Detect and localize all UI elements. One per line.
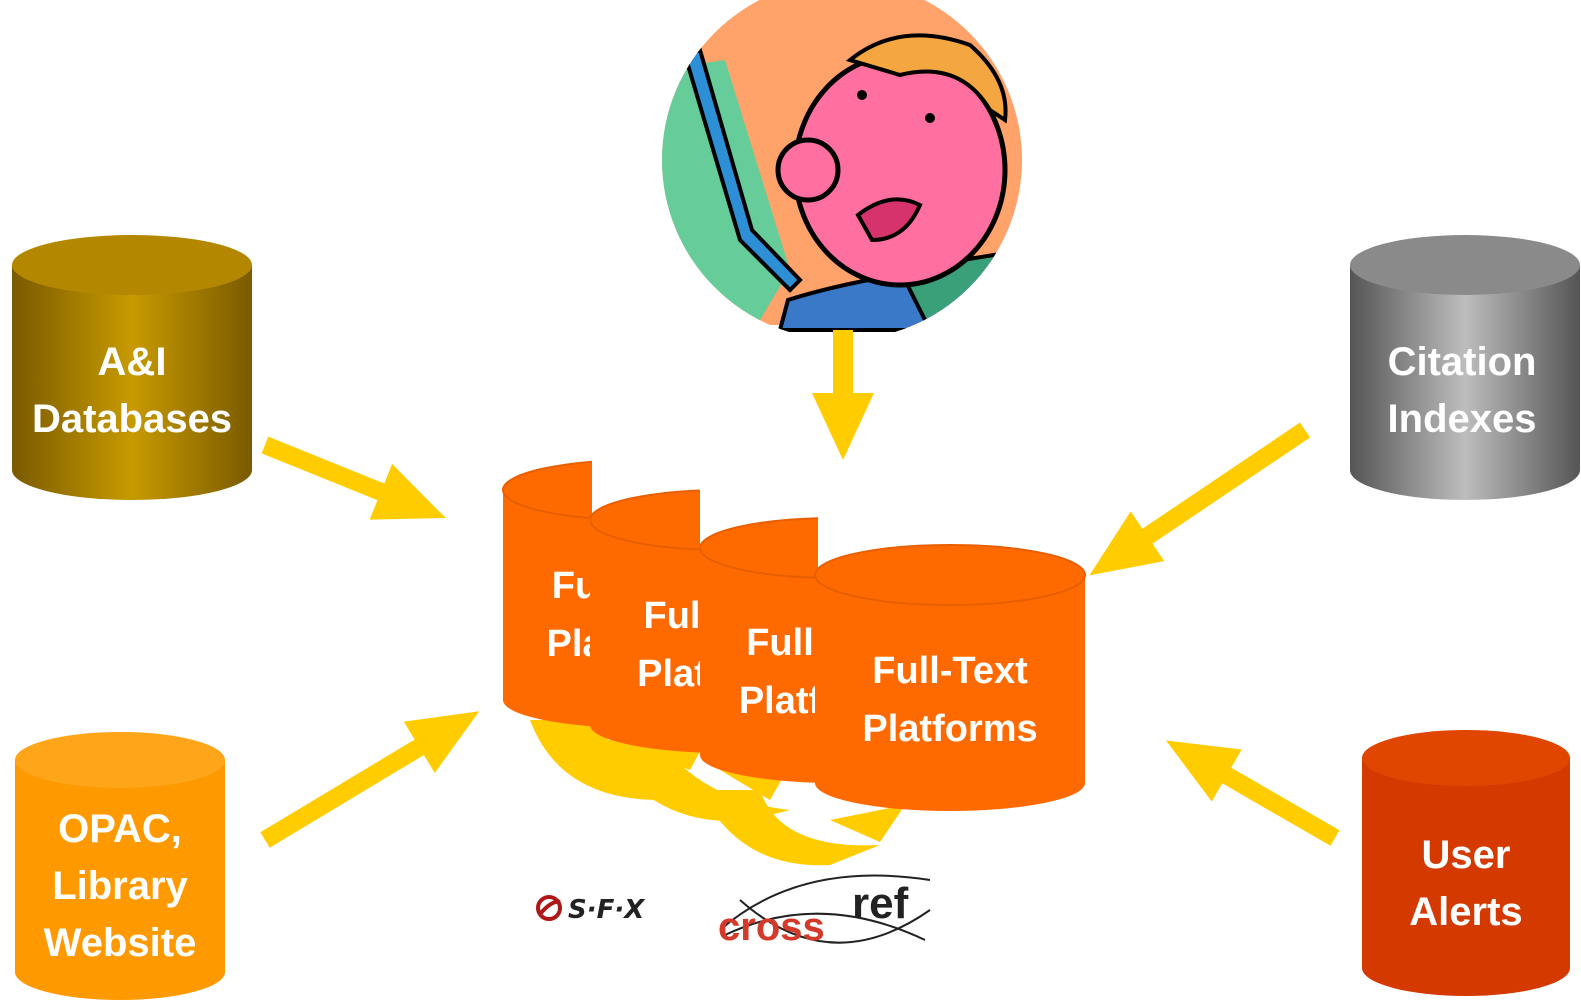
opac-line2: Library	[52, 864, 188, 908]
platform-cylinder-3: Full Platf	[700, 517, 822, 783]
crossref-left-text: cross	[718, 905, 825, 949]
user-illustration	[662, 0, 1022, 332]
platform-cylinder-4: Full-Text Platforms	[814, 544, 1086, 811]
user-alerts-line2: Alerts	[1409, 890, 1522, 934]
arrow-citation-to-platforms	[1089, 422, 1311, 576]
platform-4-line2: Platforms	[862, 708, 1037, 750]
ai-databases-cylinder: A&I Databases	[12, 235, 252, 500]
platform-3-line1: Full	[746, 622, 814, 664]
arrow-alerts-to-platforms	[1166, 740, 1340, 846]
arrow-user-to-platforms	[812, 330, 874, 460]
opac-line3: Website	[44, 921, 197, 965]
platform-2-line1: Ful	[644, 595, 701, 637]
sfx-logo: S·F·X	[536, 895, 646, 925]
citation-indexes-line1: Citation	[1388, 340, 1537, 384]
platform-4-line1: Full-Text	[872, 650, 1028, 692]
crossref-logo: cross ref	[718, 874, 931, 949]
platform-2-line2: Plat	[637, 653, 707, 695]
ai-databases-line2: Databases	[32, 397, 232, 441]
citation-indexes-line2: Indexes	[1388, 397, 1537, 441]
sfx-logo-text: S·F·X	[568, 895, 646, 925]
user-alerts-cylinder: User Alerts	[1362, 730, 1570, 996]
user-alerts-line1: User	[1422, 833, 1511, 877]
crossref-right-text: ref	[852, 879, 909, 928]
arrow-ai-to-platforms	[261, 436, 446, 520]
opac-cylinder: OPAC, Library Website	[15, 732, 225, 1000]
arrow-opac-to-platforms	[260, 711, 480, 848]
citation-indexes-cylinder: Citation Indexes	[1350, 235, 1580, 500]
platform-3-line2: Platf	[739, 680, 822, 722]
ai-databases-line1: A&I	[98, 340, 167, 384]
opac-line1: OPAC,	[58, 807, 182, 851]
platform-cylinder-2: Ful Plat	[590, 489, 707, 753]
